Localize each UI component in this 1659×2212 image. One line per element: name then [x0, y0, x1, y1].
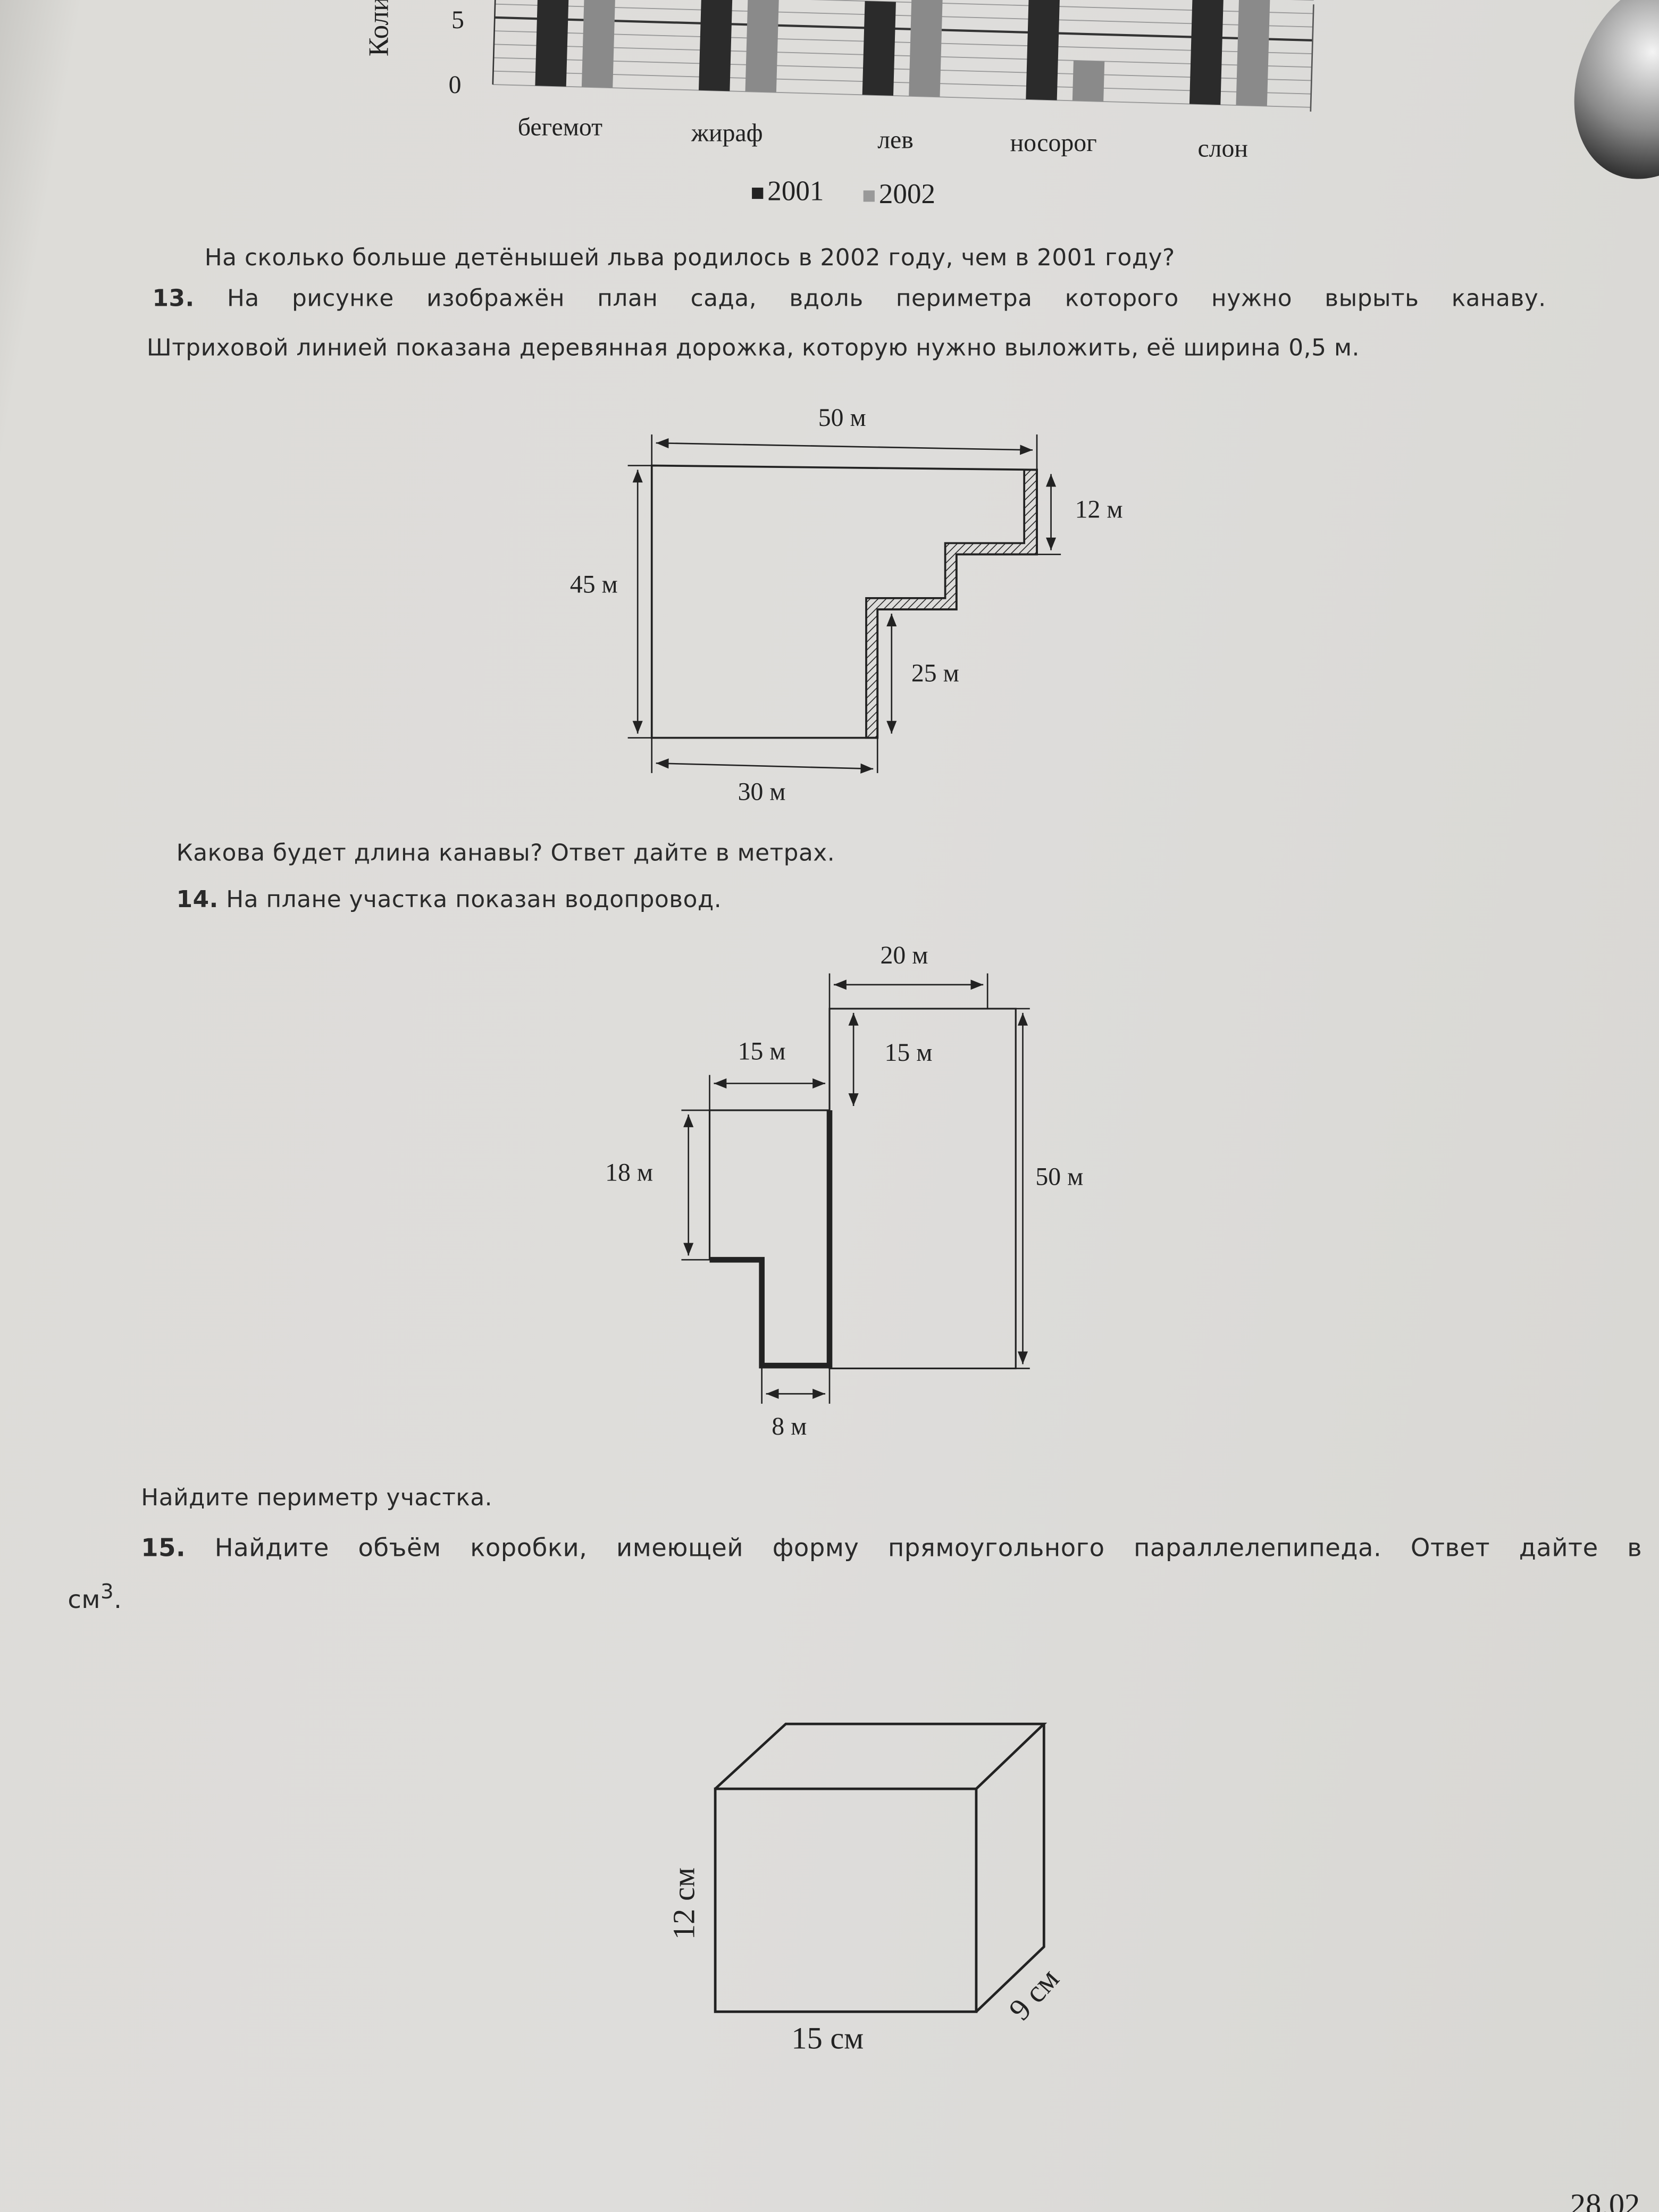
unit-text: см: [68, 1587, 100, 1615]
dim-12m: 12 м: [1075, 495, 1123, 524]
q12-question: На сколько больше детёнышей льва родилос…: [204, 244, 1175, 271]
chart-gridline: [493, 70, 1311, 95]
q15-text: Найдите объём коробки, имеющей форму пря…: [214, 1535, 1643, 1563]
box-diagram: [714, 1722, 1048, 2013]
chart-gridline: [495, 3, 1313, 28]
chart-bar-2001: [699, 0, 734, 91]
plot-plan-diagram: [681, 973, 1030, 1404]
chart-gridline: [494, 30, 1312, 55]
legend-label: 2002: [878, 179, 936, 211]
q14-question: Найдите периметр участка.: [141, 1484, 493, 1511]
chart-bar-2002: [1236, 0, 1271, 106]
dim-15m-right: 15 м: [884, 1038, 933, 1067]
chart-bar-2002: [745, 0, 781, 93]
q13-line1: 13. На рисунке изображён план сада, вдол…: [153, 285, 1546, 312]
chart-bar-2002: [581, 0, 617, 88]
unit-superscript: 3: [100, 1580, 114, 1604]
unit-period: .: [114, 1587, 122, 1615]
dim-8m: 8 м: [772, 1412, 807, 1440]
footer-date: 28.02: [1570, 2186, 1640, 2212]
dim-15m-left: 15 м: [738, 1037, 786, 1066]
chart-gridline: [495, 0, 1313, 14]
chart-category-label: лев: [877, 125, 914, 154]
legend-swatch: [752, 188, 764, 200]
dim-30m: 30 м: [738, 777, 786, 806]
chart-bar-2001: [535, 0, 571, 87]
legend-label: 2001: [767, 176, 824, 208]
garden-outline: [650, 464, 1038, 739]
q13-question: Какова будет длина канавы? Ответ дайте в…: [176, 839, 835, 867]
chart-frame: [1310, 4, 1314, 112]
chart-bar-2002: [909, 0, 944, 97]
dim-12cm: 12 см: [666, 1867, 701, 1940]
chart-category-label: жираф: [691, 118, 763, 147]
q13-text: На рисунке изображён план сада, вдоль пе…: [227, 284, 1546, 312]
dim-15cm: 15 см: [791, 2020, 864, 2056]
dim-45m: 45 м: [569, 569, 618, 598]
chart-legend-2002: 2002: [863, 179, 936, 212]
dim-50m-right: 50 м: [1035, 1162, 1084, 1191]
chart-gridline: [493, 44, 1312, 68]
q15-line1: 15. Найдите объём коробки, имеющей форму…: [141, 1535, 1642, 1563]
legend-swatch: [863, 191, 875, 203]
chart-bar-2001: [1189, 0, 1225, 105]
q14-line: 14. На плане участка показан водопровод.: [177, 886, 722, 912]
dim-18m: 18 м: [605, 1158, 653, 1187]
chart-category-label: бегемот: [517, 113, 603, 141]
chart-bar-2001: [862, 1, 896, 96]
chart-bar-2002: [1072, 60, 1105, 102]
chart-bar-2001: [1026, 0, 1061, 100]
chart-legend-2001: 2001: [752, 177, 824, 209]
chart-gridline: [492, 83, 1311, 108]
q14-text: На плане участка показан водопровод.: [226, 886, 722, 913]
chart-gridline: [495, 16, 1313, 42]
chart-ytick: 0: [448, 70, 462, 99]
chart-ytick: 5: [451, 5, 464, 34]
q14-number: 14.: [176, 886, 219, 913]
dim-25m: 25 м: [911, 658, 959, 688]
q15-unit: см3.: [68, 1580, 122, 1615]
q13-line2: Штриховой линией показана деревянная дор…: [146, 334, 1360, 362]
chart-category-label: слон: [1197, 134, 1248, 163]
chart-y-axis: [492, 0, 497, 85]
chart-category-label: носорог: [1010, 128, 1097, 157]
dim-50m: 50 м: [818, 403, 866, 432]
bar-chart: [492, 0, 1314, 112]
chart-gridline: [493, 57, 1312, 81]
dim-20m: 20 м: [880, 941, 928, 969]
q15-number: 15.: [141, 1535, 186, 1563]
q13-number: 13.: [152, 284, 195, 312]
